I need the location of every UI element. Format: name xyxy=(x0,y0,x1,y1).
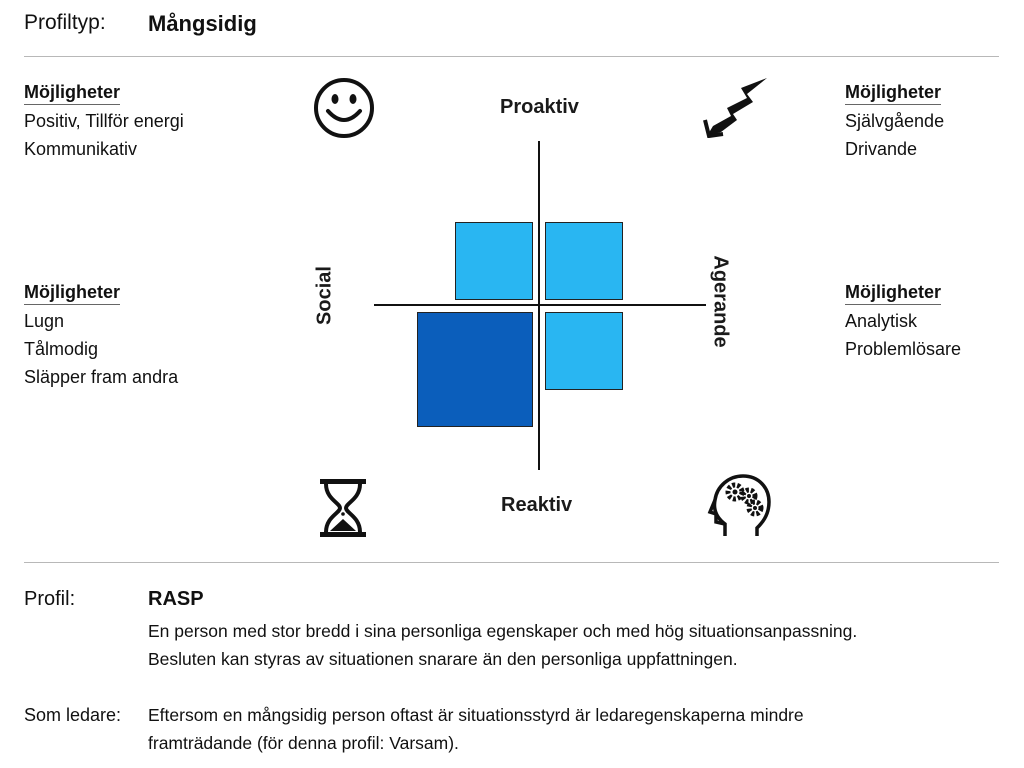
leader-label: Som ledare: xyxy=(24,705,122,725)
square-top-right xyxy=(545,222,623,300)
opportunities-top-left: Möjligheter Positiv, Tillför energi Komm… xyxy=(24,80,184,163)
opportunity-item: Kommunikativ xyxy=(24,139,138,159)
opportunities-heading: Möjligheter xyxy=(845,280,942,305)
opportunities-top-right: Möjligheter Självgående Drivande xyxy=(845,80,944,163)
profile-label: Profil: xyxy=(24,588,76,610)
opportunity-item: Självgående xyxy=(845,111,945,131)
opportunity-item: Tålmodig xyxy=(24,339,99,359)
axis-label-proaktiv: Proaktiv xyxy=(500,96,579,118)
smiley-icon xyxy=(314,78,374,138)
horizontal-axis xyxy=(374,304,706,306)
profile-line: Besluten kan styras av situationen snara… xyxy=(148,649,738,669)
opportunities-bottom-right: Möjligheter Analytisk Problemlösare xyxy=(845,280,961,363)
square-top-left xyxy=(455,222,533,300)
hourglass-icon xyxy=(320,479,366,537)
opportunities-heading: Möjligheter xyxy=(845,80,942,105)
axis-label-social: Social xyxy=(313,266,336,325)
profile-type-value: Mångsidig xyxy=(148,11,257,36)
opportunity-item: Analytisk xyxy=(845,311,918,331)
opportunity-item: Släpper fram andra xyxy=(24,367,179,387)
top-divider xyxy=(24,56,999,57)
axis-label-agerande: Agerande xyxy=(709,255,732,348)
opportunities-bottom-left: Möjligheter Lugn Tålmodig Släpper fram a… xyxy=(24,280,178,391)
profile-description: En person med stor bredd i sina personli… xyxy=(148,617,857,673)
profile-type-label: Profiltyp: xyxy=(24,11,106,34)
opportunities-heading: Möjligheter xyxy=(24,80,121,105)
bottom-divider xyxy=(24,562,999,563)
opportunities-heading: Möjligheter xyxy=(24,280,121,305)
profile-title: RASP xyxy=(148,588,204,610)
square-bottom-left xyxy=(417,312,533,427)
profile-line: En person med stor bredd i sina personli… xyxy=(148,621,858,641)
square-bottom-right xyxy=(545,312,623,390)
lightning-icon xyxy=(703,78,767,138)
leader-line: Eftersom en mångsidig person oftast är s… xyxy=(148,705,804,725)
leader-description: Eftersom en mångsidig person oftast är s… xyxy=(148,701,804,757)
opportunity-item: Problemlösare xyxy=(845,339,962,359)
axis-label-reaktiv: Reaktiv xyxy=(501,494,573,516)
opportunity-item: Lugn xyxy=(24,311,65,331)
opportunity-item: Positiv, Tillför energi xyxy=(24,111,184,131)
head-gears-icon xyxy=(707,474,771,536)
leader-line: framträdande (för denna profil: Varsam). xyxy=(148,733,459,753)
opportunity-item: Drivande xyxy=(845,139,918,159)
